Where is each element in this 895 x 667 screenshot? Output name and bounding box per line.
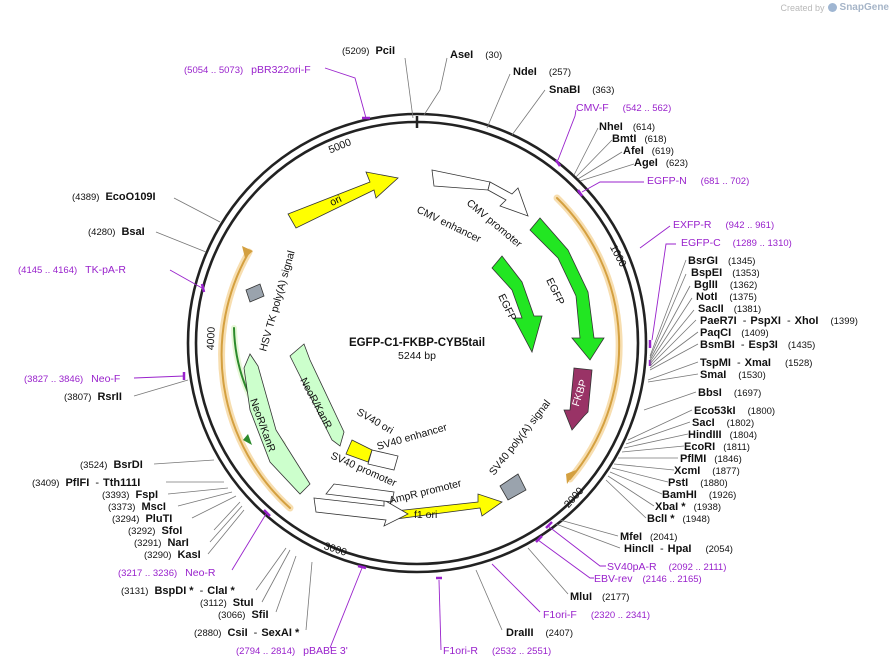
label-kasI: (3290)KasI [144,549,201,561]
cmv-enhancer-arrow [431,169,491,191]
label-pflfI: (3409)PflFI-Tth111I [32,477,140,489]
label-sacI: SacI(1802) [692,417,754,429]
label-egfpc: EGFP-C(1289 .. 1310) [681,237,792,249]
label-eco53kI: Eco53kI(1800) [694,405,775,417]
label-bsrdI: (3524)BsrDI [80,459,143,471]
label-bspeI: BspEI(1353) [691,267,760,279]
egfp-outer-arrow [529,217,605,361]
snapgene-logo-icon [827,3,837,12]
label-sv40par: SV40pA-R(2092 .. 2111) [607,561,726,573]
label-pbr322: (5054 .. 5073)pBR322ori-F [184,64,311,76]
label-bclI: BclI *(1948) [647,513,710,525]
egfp-inner-arrow [491,255,543,354]
feature-arrows [243,169,605,527]
label-smaI: SmaI(1530) [700,369,766,381]
label-tspmI: TspMI-XmaI(1528) [700,357,812,369]
label-tkpar: (4145 .. 4164)TK-pA-R [18,264,126,276]
neor-inner-arrow [289,343,345,447]
ampr-promoter-arrow [313,497,409,527]
sv40-polya-box [499,473,527,501]
label-cmvf: CMV-F(542 .. 562) [576,102,671,114]
hsv-tk-polya-box [245,283,265,303]
label-neof: (3827 .. 3846)Neo-F [24,373,120,385]
snapgene-credit: Created by SnapGene [781,2,890,13]
fkbp-arrow [563,367,593,431]
label-sfoI: (3292)SfoI [128,525,182,537]
sv40-polya-label: SV40 poly(A) signal [487,398,553,478]
label-pluTI: (3294)PluTI [112,513,172,525]
label-bsaI: (4280)BsaI [88,226,145,238]
label-hincII: HincII-HpaI(2054) [624,543,733,555]
label-exfpr: EXFP-R(942 .. 961) [673,219,774,231]
label-mscI: (3373)MscI [108,501,166,513]
label-bspdI: (3131)BspDI *-ClaI * [121,585,235,597]
sv40-enhancer-box [367,449,399,471]
label-snabI: SnaBI(363) [549,84,614,96]
ampr-promoter-label: AmpR promoter [388,477,463,507]
label-fspI: (3393)FspI [102,489,158,501]
label-ecoO109I: (4389)EcoO109I [72,191,156,203]
label-ageI: AgeI(623) [634,157,688,169]
credit-brand: SnapGene [839,2,889,13]
label-notI: NotI(1375) [696,291,757,303]
site-labels: (5209)PciI AseI(30) NdeI(257) SnaBI(363)… [18,45,858,657]
f1-ori-label: f1 ori [414,509,437,521]
label-sfiI: (3066)SfiI [218,609,269,621]
label-ecoRI: EcoRI(1811) [684,441,750,453]
ori-label: ori [328,193,344,209]
label-paqCI: PaqCI(1409) [700,327,769,339]
label-pflMI: PflMI(1846) [680,453,742,465]
label-mluI: MluI(2177) [570,591,629,603]
label-xcmI: XcmI(1877) [674,465,740,477]
label-bsmbI: BsmBI-Esp3I(1435) [700,339,815,351]
label-bglII: BglII(1362) [694,279,757,291]
label-sacII: SacII(1381) [698,303,761,315]
plasmid-title: EGFP-C1-FKBP-CYB5tail 5244 bp [349,337,485,362]
tick-4000: 4000 [205,326,218,350]
label-narI: (3291)NarI [134,537,189,549]
sv40-ori-label: SV40 ori [355,406,396,437]
label-pbabe3: (2794 .. 2814)pBABE 3' [236,645,348,657]
label-neor-primer: (3217 .. 3236)Neo-R [118,567,216,579]
label-nheI: NheI(614) [599,121,655,133]
label-afeI: AfeI(619) [623,145,674,157]
label-ebvrev: EBV-rev(2146 .. 2165) [594,573,702,585]
sv40-promoter-arrow [325,483,395,503]
label-aseI: AseI(30) [450,49,502,61]
label-rsrII: (3807)RsrII [64,391,122,403]
label-pciI: (5209)PciI [342,45,395,57]
backbone [186,112,648,574]
neor-outer-arrow [243,353,311,495]
label-ndeI: NdeI(257) [513,66,571,78]
ori-arrow [287,171,399,229]
label-f1orif: F1ori-F(2320 .. 2341) [543,609,650,621]
label-bamHI: BamHI(1926) [662,489,736,501]
egfp-outer-label: EGFP [543,276,566,307]
leader-lines [133,57,699,651]
plasmid-size: 5244 bp [398,350,436,362]
f1-ori-arrow [385,493,503,521]
plasmid-name: EGFP-C1-FKBP-CYB5tail [349,337,485,349]
label-bmtI: BmtI(618) [612,133,667,145]
label-bbsI: BbsI(1697) [698,387,761,399]
cmv-promoter-arrow [487,181,529,217]
label-draIII: DraIII(2407) [506,627,573,639]
label-xbaI: XbaI *(1938) [655,501,721,513]
label-egfpn: EGFP-N(681 .. 702) [647,175,749,187]
label-f1orir: F1ori-R(2532 .. 2551) [443,645,551,657]
credit-prefix: Created by [780,2,825,13]
label-mfeI: MfeI(2041) [620,531,677,543]
hsv-tk-polya-label: HSV TK poly(A) signal [257,249,297,353]
sv40-ori-box [345,439,373,463]
label-csiI: (2880)CsiI-SexAI * [194,627,300,639]
label-bsrgI: BsrGI(1345) [688,255,755,267]
label-stuI: (3112)StuI [200,597,254,609]
label-hindIII: HindIII(1804) [688,429,757,441]
label-paer7I: PaeR7I-PspXI-XhoI(1399) [700,315,858,327]
label-pstI: PstI(1880) [668,477,728,489]
